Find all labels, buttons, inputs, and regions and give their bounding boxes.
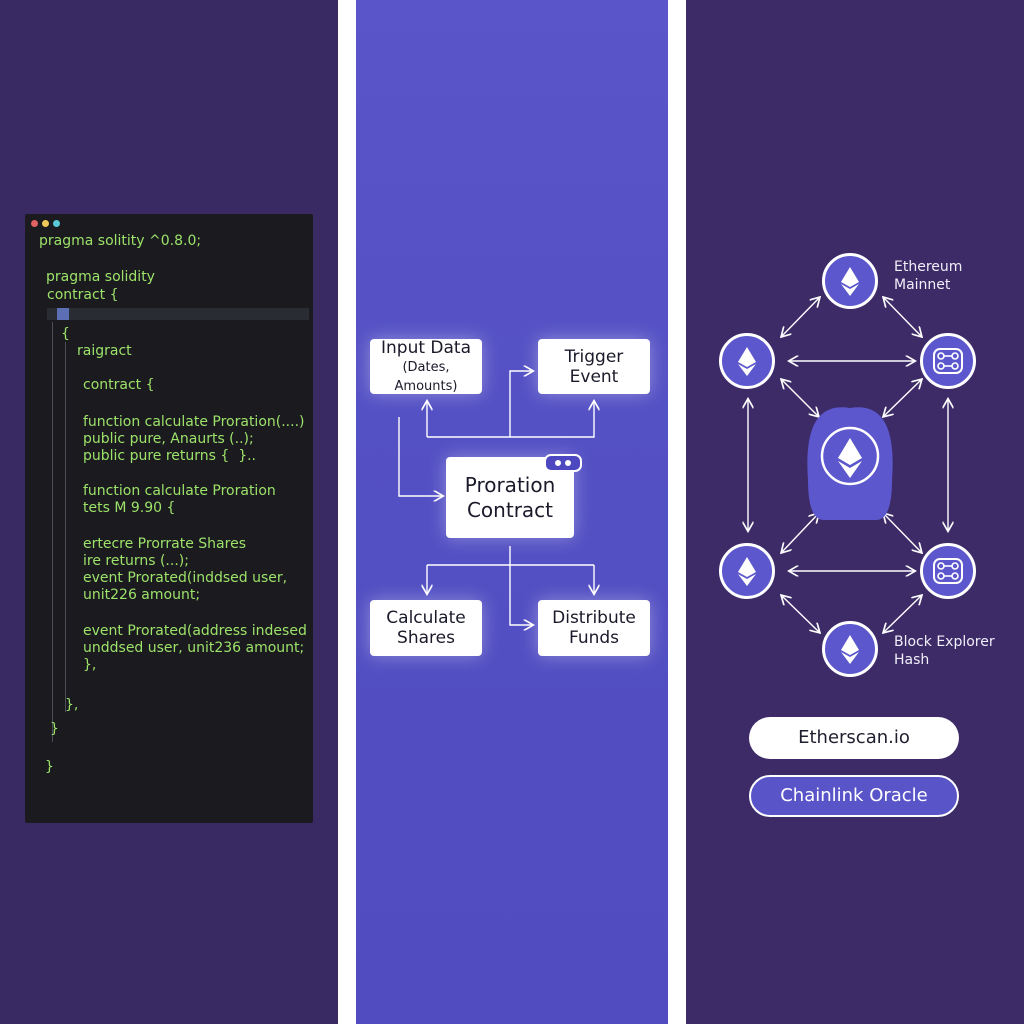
code-panel: pragma solitity ^0.8.0; pragma solidity … bbox=[0, 0, 338, 1024]
code-line[interactable]: public pure, Anaurts (..); bbox=[83, 431, 254, 447]
calculate-shares-box[interactable]: Calculate Shares bbox=[370, 600, 482, 656]
code-line[interactable]: ertecre Prorrate Shares bbox=[83, 536, 246, 552]
code-line[interactable]: contract { bbox=[83, 377, 155, 393]
flowchart-connectors bbox=[398, 0, 668, 1024]
central-hub-icon bbox=[807, 407, 893, 520]
chainlink-oracle-button[interactable]: Chainlink Oracle bbox=[749, 775, 959, 817]
link-node-icon[interactable] bbox=[920, 543, 976, 599]
connector-contract-to-distribute bbox=[509, 546, 532, 625]
connector-input-to-contract bbox=[398, 417, 442, 496]
input-data-box[interactable]: Input Data (Dates, Amounts) bbox=[370, 337, 482, 394]
connector-to-trigger bbox=[427, 402, 594, 438]
code-line[interactable]: public pure returns { }.. bbox=[83, 448, 257, 464]
code-line[interactable]: }, bbox=[83, 657, 97, 673]
code-line[interactable]: tets M 9.90 { bbox=[83, 500, 176, 516]
trigger-event-line1: Trigger bbox=[564, 346, 624, 367]
flowchart-panel: Input Data (Dates, Amounts) Trigger Even… bbox=[356, 0, 668, 1024]
trigger-event-line2: Event bbox=[569, 366, 619, 387]
network-connectors bbox=[686, 0, 1024, 1024]
code-line[interactable]: { bbox=[61, 326, 70, 342]
code-line[interactable]: function calculate Proration bbox=[83, 483, 276, 499]
etherscan-button[interactable]: Etherscan.io bbox=[749, 717, 959, 759]
network-panel: Ethereum Mainnet Block Explorer Hash bbox=[686, 0, 1024, 1024]
indent-guide bbox=[52, 322, 53, 742]
code-line[interactable]: raigract bbox=[77, 343, 132, 359]
code-line[interactable]: pragma solitity ^0.8.0; bbox=[39, 233, 202, 249]
current-line-highlight bbox=[47, 308, 309, 320]
input-data-subtitle: (Dates, Amounts) bbox=[394, 359, 458, 394]
code-line[interactable]: event Prorated(address indesed bbox=[83, 623, 307, 639]
code-editor-window: pragma solitity ^0.8.0; pragma solidity … bbox=[25, 214, 313, 823]
ethereum-node-icon[interactable] bbox=[719, 333, 775, 389]
code-line[interactable]: } bbox=[50, 721, 59, 737]
calculate-shares-line2: Shares bbox=[397, 628, 455, 648]
connector-to-trigger-side bbox=[509, 371, 532, 437]
indent-guide bbox=[65, 342, 66, 712]
ethereum-node-icon[interactable] bbox=[719, 543, 775, 599]
window-maximize-dot[interactable] bbox=[53, 220, 60, 227]
input-data-title: Input Data bbox=[380, 337, 471, 358]
ethereum-node-icon[interactable] bbox=[822, 253, 878, 309]
window-badge-icon bbox=[544, 454, 582, 472]
code-line[interactable]: unit226 amount; bbox=[83, 587, 201, 603]
proration-contract-line2: Contract bbox=[466, 497, 554, 522]
code-line[interactable]: contract { bbox=[47, 287, 119, 303]
calculate-shares-line1: Calculate bbox=[386, 608, 466, 628]
code-line[interactable]: event Prorated(inddsed user, bbox=[83, 570, 288, 586]
code-line[interactable]: pragma solidity bbox=[46, 269, 155, 285]
ethereum-mainnet-label: Ethereum Mainnet bbox=[894, 259, 963, 293]
text-cursor bbox=[57, 308, 69, 320]
block-explorer-label: Block Explorer Hash bbox=[894, 634, 995, 668]
ethereum-node-icon[interactable] bbox=[822, 621, 878, 677]
window-close-dot[interactable] bbox=[31, 220, 38, 227]
trigger-event-box[interactable]: Trigger Event bbox=[538, 339, 650, 394]
distribute-funds-line1: Distribute bbox=[552, 608, 636, 628]
code-line[interactable]: } bbox=[45, 759, 54, 775]
code-line[interactable]: unddsed user, unit236 amount; bbox=[83, 640, 305, 656]
code-line[interactable]: function calculate Proration(....) bbox=[83, 414, 305, 430]
distribute-funds-line2: Funds bbox=[568, 628, 620, 648]
proration-contract-line1: Proration bbox=[464, 472, 556, 497]
distribute-funds-box[interactable]: Distribute Funds bbox=[538, 600, 650, 656]
window-minimize-dot[interactable] bbox=[42, 220, 49, 227]
code-line[interactable]: ire returns (...); bbox=[83, 553, 189, 569]
code-line[interactable]: }, bbox=[65, 697, 79, 713]
link-node-icon[interactable] bbox=[920, 333, 976, 389]
